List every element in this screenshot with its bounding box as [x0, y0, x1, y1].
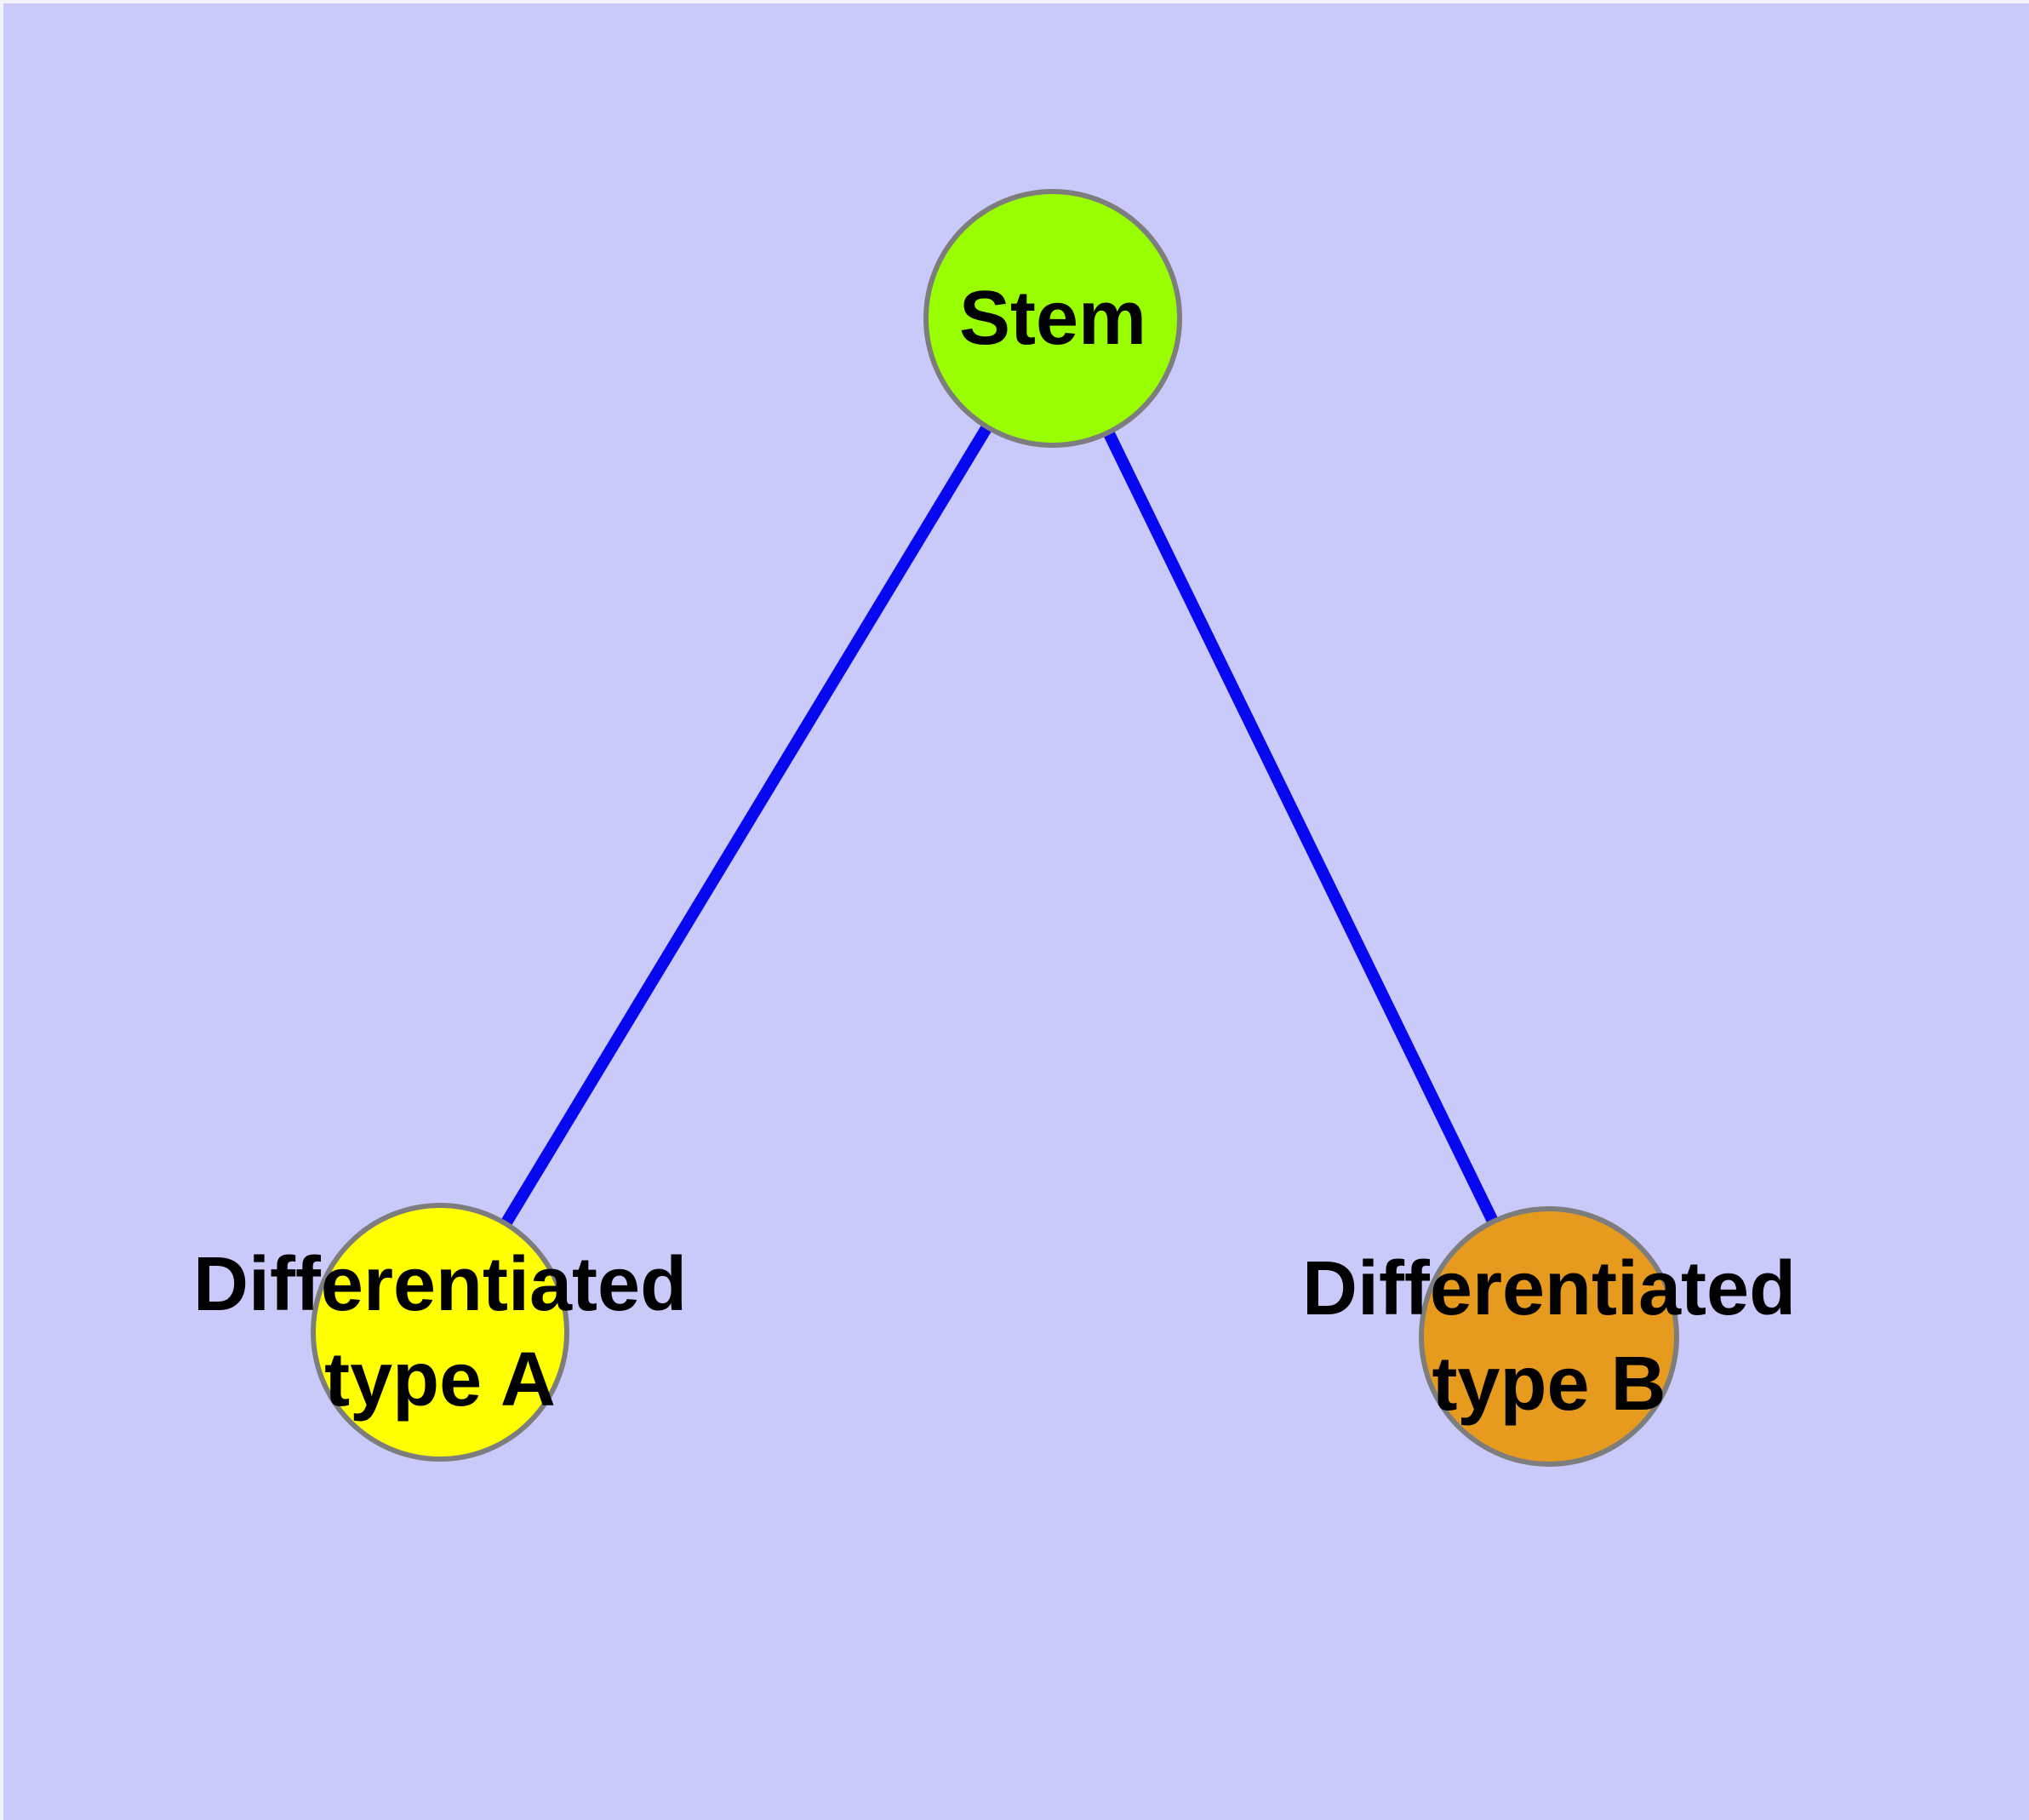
differentiated-type-b-label: Differentiated type B — [1301, 1246, 1797, 1427]
plot-margin-top — [0, 0, 2029, 3]
stem-circle — [923, 189, 1182, 448]
differentiated-type-a-label: Differentiated type A — [192, 1242, 688, 1422]
differentiated-type-a-circle — [311, 1203, 569, 1462]
edge-stem-to-type-b — [1047, 315, 1555, 1340]
stem-label: Stem — [958, 276, 1147, 361]
differentiated-type-b-circle — [1419, 1206, 1679, 1467]
plot-margin-left — [0, 0, 3, 1820]
edge-stem-to-type-a — [435, 315, 1058, 1336]
